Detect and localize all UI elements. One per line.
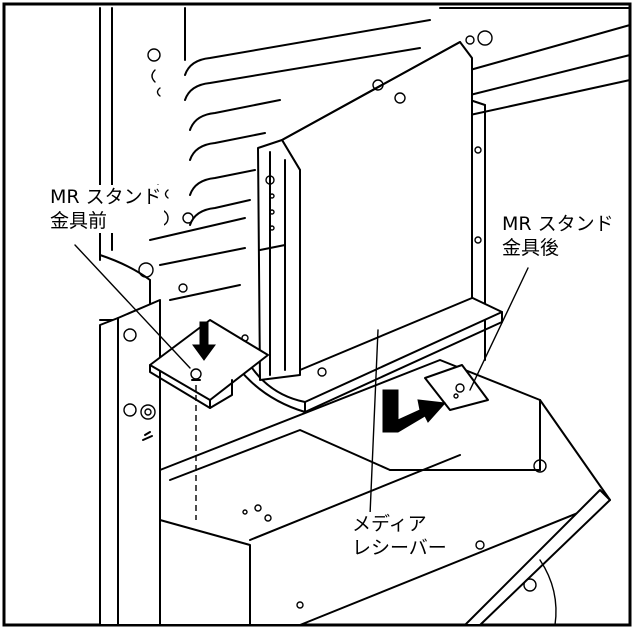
label-mr-stand-front: MR スタンド 金具前 (48, 185, 164, 233)
leader-rear (469, 267, 529, 391)
receiver-base (239, 291, 503, 413)
left-rail (99, 299, 161, 626)
label-media-receiver: メディア レシーバー (350, 512, 449, 560)
bent-arrow-icon (382, 389, 447, 433)
rear-bracket (424, 364, 489, 411)
media-receiver-box (257, 41, 473, 381)
front-bracket (149, 319, 269, 520)
leader-front (74, 244, 191, 369)
leader-receiver (369, 329, 379, 516)
bottom-tray (159, 359, 611, 626)
label-mr-stand-rear: MR スタンド 金具後 (500, 212, 616, 260)
down-arrow-icon (192, 321, 216, 361)
